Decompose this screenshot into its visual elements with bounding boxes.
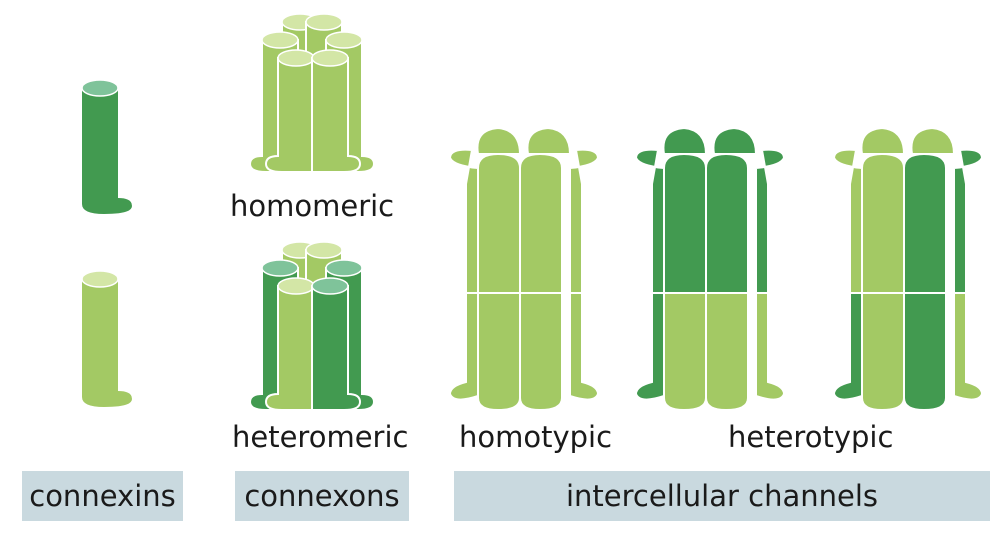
homomeric-label: homomeric [230, 189, 395, 223]
dark-connexin [81, 79, 132, 214]
connexin-subunit [264, 49, 315, 173]
homotypic-label: homotypic [459, 420, 613, 454]
channels-category-label: intercellular channels [565, 479, 879, 513]
connexin-subunit [264, 277, 315, 411]
heteromeric-connexon-body [248, 241, 376, 411]
heteromeric-label: heteromeric [232, 420, 409, 454]
homotypic-channel-body [448, 126, 600, 412]
connexons-category-bar: connexons [235, 471, 409, 521]
upper-connexon [448, 148, 600, 294]
channel-top-lobes [662, 126, 758, 155]
homomeric-connexon [248, 13, 376, 173]
channel-top-lobes [476, 126, 572, 155]
connexin-subunit [311, 277, 362, 411]
channel-top-lobes [860, 126, 956, 155]
lower-connexon [448, 292, 600, 412]
upper-connexon [634, 148, 786, 294]
connexins-category-label: connexins [29, 479, 176, 513]
heterotypic-channel-1 [634, 126, 786, 412]
channels-category-bar: intercellular channels [454, 471, 990, 521]
heterotypic-label: heterotypic [728, 420, 894, 454]
lower-connexon [634, 292, 786, 412]
lower-connexon [832, 292, 984, 412]
upper-connexon [832, 148, 984, 294]
connexins-category-bar: connexins [22, 471, 183, 521]
homotypic-channel [448, 126, 600, 412]
heterotypic-channel-2-body [832, 126, 984, 412]
connexin-subunits [81, 79, 132, 407]
connexin-subunit [311, 49, 362, 173]
connexons-category-label: connexons [244, 479, 400, 513]
heterotypic-channel-1-body [634, 126, 786, 412]
heterotypic-channel-2 [832, 126, 984, 412]
light-connexin [81, 270, 132, 407]
homomeric-connexon-body [248, 13, 376, 173]
heteromeric-connexon [248, 241, 376, 411]
